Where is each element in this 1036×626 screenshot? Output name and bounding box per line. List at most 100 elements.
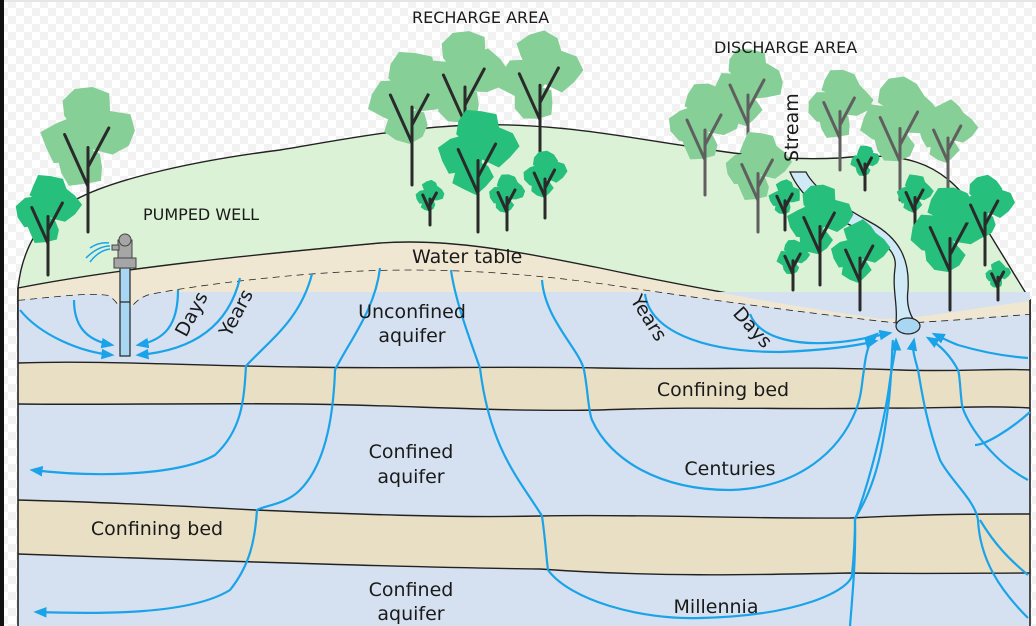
flow-lines bbox=[19, 267, 1031, 626]
tree-foliage bbox=[931, 99, 965, 127]
tree-trunk bbox=[63, 126, 111, 234]
tree-icon bbox=[831, 219, 891, 312]
tree-icon bbox=[40, 87, 135, 234]
top-border bbox=[0, 0, 1036, 2]
tree-trunk bbox=[532, 168, 557, 220]
stream-label: Stream bbox=[781, 93, 803, 162]
tree-foliage bbox=[388, 51, 435, 92]
tree-icon bbox=[808, 69, 874, 172]
tree-foliage bbox=[821, 69, 860, 101]
tree-trunk bbox=[932, 124, 963, 192]
tree-foliage bbox=[29, 175, 67, 206]
confined-aquifer-upper-label-line1: Confined bbox=[369, 441, 454, 463]
confining-bed-upper-top bbox=[17, 361, 1031, 372]
tree-icon bbox=[896, 174, 934, 232]
confining-bed-upper bbox=[18, 362, 1030, 411]
unconfined-aquifer-label-line2: aquifer bbox=[378, 325, 445, 347]
tree-foliage bbox=[969, 174, 1003, 204]
confining-bed-lower-top bbox=[17, 499, 1031, 519]
well-pump-base bbox=[113, 257, 137, 269]
confining-bed-lower bbox=[18, 500, 1030, 575]
confined-aquifer-lower-label-line1: Confined bbox=[369, 579, 454, 601]
flow-line bbox=[19, 309, 115, 360]
pumped-well-label: PUMPED WELL bbox=[143, 205, 259, 224]
tree-foliage bbox=[856, 145, 874, 160]
tree-trunk bbox=[969, 199, 1000, 267]
well-spout bbox=[111, 244, 120, 251]
tree-trunk bbox=[496, 188, 517, 232]
well-pump-cap bbox=[118, 233, 132, 247]
tree-foliage bbox=[843, 219, 877, 247]
discharge-area-label: DISCHARGE AREA bbox=[714, 38, 857, 57]
tree-foliage bbox=[516, 30, 562, 70]
stream-bed-pool bbox=[895, 317, 921, 335]
tree-foliage bbox=[802, 184, 836, 214]
water-table-label: Water table bbox=[412, 246, 522, 268]
tree-trunk bbox=[517, 66, 560, 162]
tree-icon bbox=[711, 49, 783, 162]
tree-trunk bbox=[421, 191, 438, 227]
tree-trunk bbox=[928, 220, 970, 312]
confined-aquifer-lower-label-line2: aquifer bbox=[377, 603, 444, 625]
tree-trunk bbox=[388, 87, 433, 187]
flow-line bbox=[135, 277, 242, 360]
tree-trunk bbox=[30, 201, 64, 277]
tree-foliage bbox=[728, 49, 767, 82]
millennia-label: Millennia bbox=[674, 596, 759, 618]
tree-icon bbox=[725, 132, 793, 234]
flow-line bbox=[906, 337, 1029, 619]
tree-foliage bbox=[904, 174, 926, 192]
tree-icon bbox=[985, 260, 1012, 302]
tree-foliage bbox=[532, 150, 559, 172]
tree-foliage bbox=[496, 174, 518, 192]
tree-foliage bbox=[421, 179, 438, 194]
tree-icon bbox=[523, 150, 568, 220]
flow-line bbox=[33, 267, 382, 618]
vadose-fill bbox=[18, 242, 1030, 323]
flow-line bbox=[449, 269, 895, 620]
tree-icon bbox=[421, 31, 509, 167]
tree-icon bbox=[919, 99, 979, 192]
confining-bed-upper-bottom bbox=[17, 403, 1031, 412]
pumped-well[interactable] bbox=[85, 233, 137, 357]
tree-icon bbox=[955, 174, 1015, 267]
tree-trunk bbox=[740, 158, 774, 234]
tree-trunk bbox=[844, 244, 875, 312]
flow-line bbox=[72, 299, 115, 349]
tree-icon bbox=[489, 174, 526, 232]
tree-icon bbox=[415, 179, 445, 227]
flow-line bbox=[848, 337, 902, 626]
trees bbox=[15, 30, 1015, 312]
water-spray-icon bbox=[85, 242, 111, 263]
centuries-label: Centuries bbox=[684, 458, 775, 480]
recharge-area-label: RECHARGE AREA bbox=[412, 8, 549, 27]
tree-icon bbox=[860, 76, 941, 202]
tree-foliage bbox=[62, 87, 110, 130]
tree-foliage bbox=[456, 109, 499, 147]
flow-line bbox=[931, 332, 1029, 360]
tree-icon bbox=[15, 175, 83, 277]
tree-foliage bbox=[783, 239, 803, 256]
tree-foliage bbox=[441, 31, 486, 71]
tree-icon bbox=[497, 30, 584, 162]
flow-line bbox=[979, 519, 1029, 576]
tree-foliage bbox=[990, 260, 1006, 273]
flow-line bbox=[135, 289, 180, 349]
tree-icon bbox=[850, 145, 880, 192]
tree-trunk bbox=[685, 113, 723, 197]
tree-icon bbox=[437, 109, 520, 234]
unconfined-aquifer-label-line1: Unconfined bbox=[358, 301, 466, 323]
confining-bed-upper-label: Confining bed bbox=[657, 379, 789, 401]
confining-bed-lower-bottom bbox=[17, 553, 1031, 576]
tree-trunk bbox=[878, 110, 920, 202]
flow-line bbox=[643, 293, 879, 354]
flow-line bbox=[29, 273, 314, 477]
confined-aquifer-upper-label-line2: aquifer bbox=[377, 466, 444, 488]
tree-trunk bbox=[802, 211, 836, 287]
tree-icon bbox=[768, 179, 800, 232]
well-casing bbox=[119, 267, 131, 357]
tree-icon bbox=[776, 239, 811, 292]
tree-trunk bbox=[456, 142, 498, 234]
flow-line bbox=[748, 313, 893, 345]
